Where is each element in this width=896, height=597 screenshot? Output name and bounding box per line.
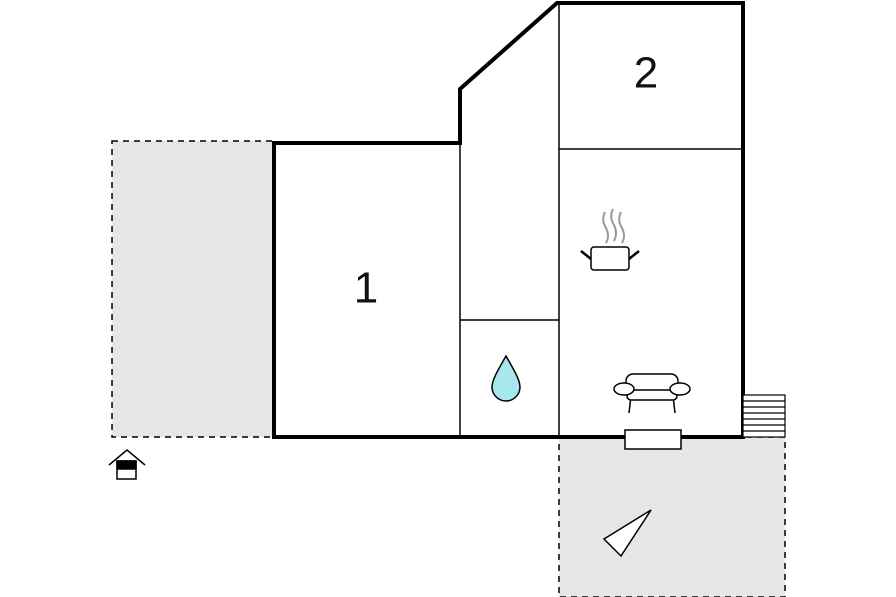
terrace-area [558,436,786,597]
room-label-2: 2 [634,49,658,98]
building-interior [274,3,743,437]
stairs-icon [742,394,786,438]
window-bottom [624,429,682,450]
interior-walls [459,3,743,437]
water-drop-icon [491,354,521,402]
terrace-triangle-icon [602,509,652,558]
cooking-pot-icon [580,208,640,271]
carport-icon [108,449,146,480]
armchair-icon [613,373,691,414]
parking-area [111,140,275,438]
outer-walls [272,1,745,439]
room-label-1: 1 [354,264,378,313]
